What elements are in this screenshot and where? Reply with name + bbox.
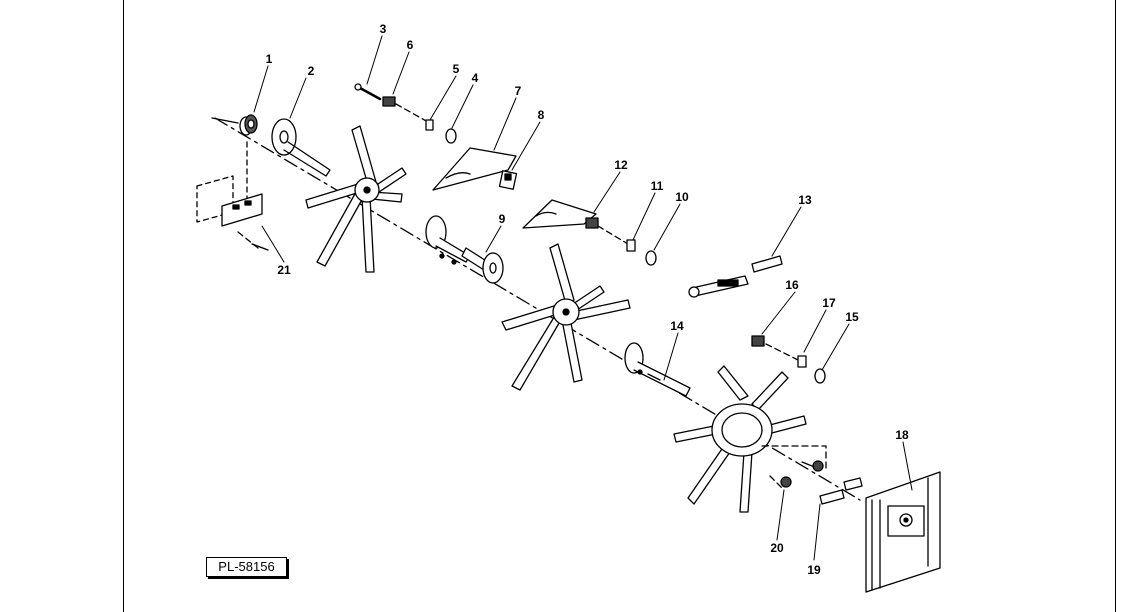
callout-5: 5 (453, 62, 460, 76)
callout-18: 18 (895, 428, 909, 442)
callout-16: 16 (785, 278, 799, 292)
part-18-mount (865, 471, 941, 593)
parts-19-20-fasteners (761, 445, 863, 505)
callout-11: 11 (651, 179, 664, 193)
part-1-bearing (211, 114, 258, 136)
callout-20: 20 (770, 541, 784, 555)
star-wheel-2 (501, 243, 631, 391)
callout-1: 1 (266, 52, 273, 66)
fastener-row-middle (751, 335, 826, 384)
callout-14: 14 (670, 319, 684, 333)
left-border-line (123, 0, 124, 612)
part-7-plate (432, 147, 518, 191)
callout-15: 15 (845, 310, 859, 324)
part-21-bracket (196, 141, 269, 251)
callout-21: 21 (277, 263, 291, 277)
callout-12: 12 (614, 158, 628, 172)
callout-8: 8 (538, 108, 545, 122)
callout-19: 19 (807, 563, 821, 577)
callout-10: 10 (675, 190, 689, 204)
part-9-coupling (461, 247, 504, 284)
part-14-shaft (624, 342, 691, 397)
callout-leaders (253, 35, 913, 561)
callout-9: 9 (499, 212, 506, 226)
callout-4: 4 (472, 71, 479, 85)
callout-7: 7 (515, 84, 522, 98)
plate-number-label: PL-58156 (206, 557, 287, 577)
callout-labels: 1 2 3 6 5 4 7 8 9 12 11 10 13 14 16 17 1… (266, 22, 909, 577)
star-wheel-3 (673, 365, 807, 513)
right-border-line (1115, 0, 1116, 612)
callout-13: 13 (798, 193, 812, 207)
part-2-hub (271, 118, 331, 177)
star-wheel-1 (305, 125, 407, 273)
part-12-bracket (522, 199, 657, 266)
callout-6: 6 (407, 38, 414, 52)
callout-3: 3 (380, 22, 387, 36)
callout-2: 2 (308, 64, 315, 78)
fastener-row-top (354, 83, 457, 144)
callout-17: 17 (822, 296, 836, 310)
part-13-linkage (688, 255, 783, 298)
